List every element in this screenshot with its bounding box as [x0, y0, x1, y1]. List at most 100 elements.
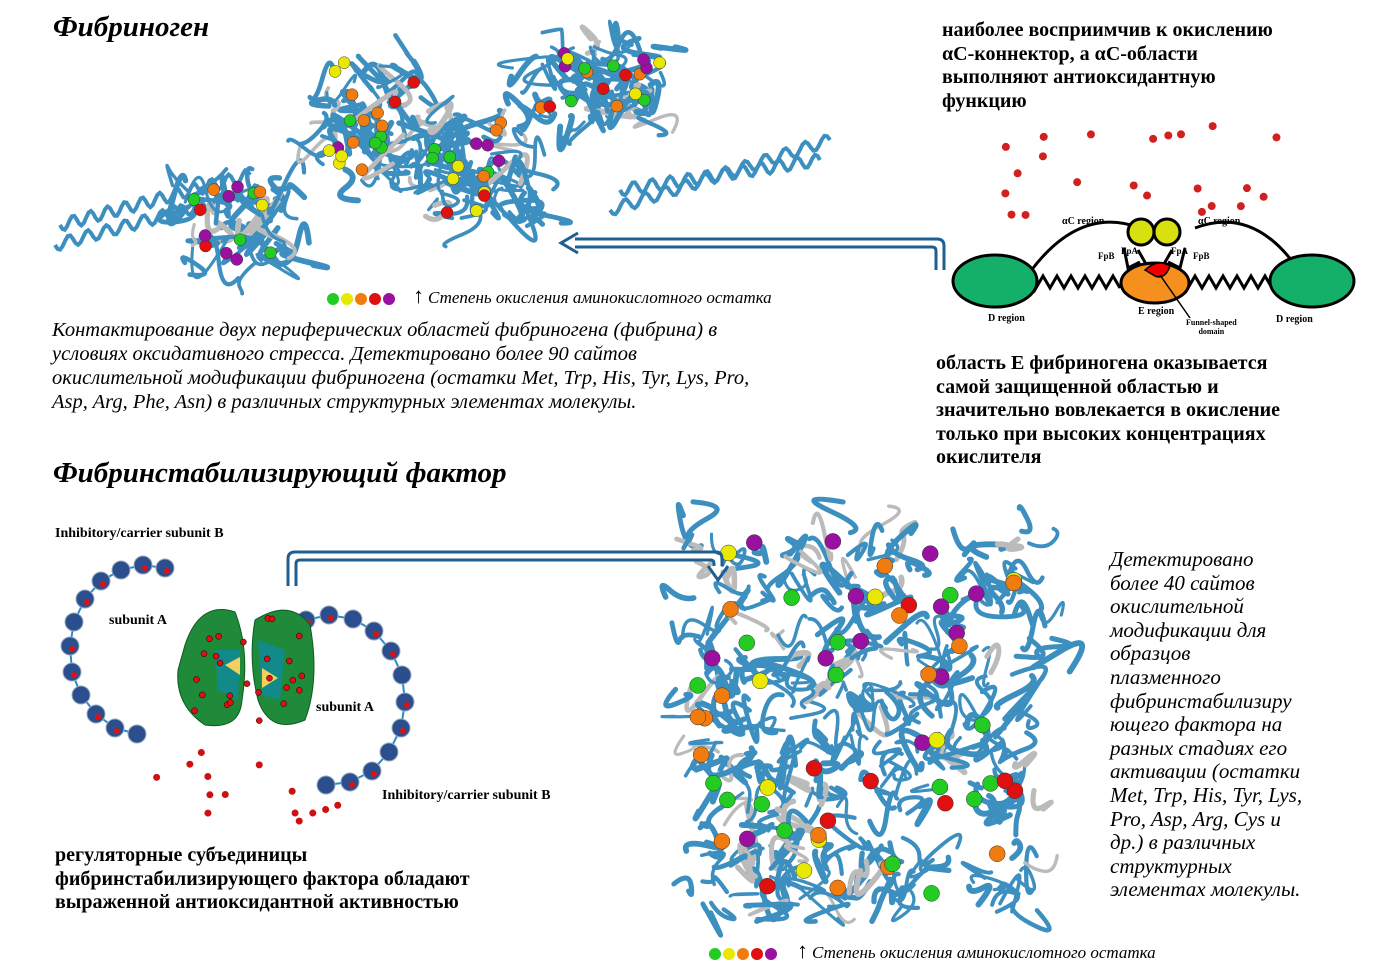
sheet-ribbon — [808, 890, 845, 909]
oxidation-site — [164, 568, 170, 574]
oxidant-dot — [1236, 202, 1245, 211]
sheet-ribbon — [337, 166, 361, 204]
sheet-ribbon — [998, 873, 1022, 914]
sheet-ribbon — [751, 544, 770, 565]
sheet-ribbon — [699, 850, 726, 887]
oxidation-site — [84, 599, 90, 605]
subunit-a-right-label: subunit A — [316, 700, 374, 715]
sheet-ribbon — [671, 875, 695, 897]
sheet-ribbon — [327, 125, 369, 155]
sheet-ribbon — [388, 156, 401, 186]
oxidation-site — [200, 650, 208, 657]
legend-dot-yellow — [723, 948, 735, 961]
oxidized-residue-sphere — [253, 185, 267, 199]
oxidation-site — [215, 633, 222, 640]
subunit-b-bead — [392, 665, 412, 685]
sheet-ribbon — [747, 898, 789, 917]
oxidation-site — [283, 684, 290, 691]
sheet-ribbon — [611, 20, 634, 47]
sheet-ribbon — [783, 843, 809, 864]
sheet-ribbon — [298, 110, 329, 146]
oxidized-residue-sphere — [1005, 574, 1022, 592]
oxidant-dot — [1272, 133, 1281, 142]
sheet-ribbon — [636, 115, 669, 138]
sheet-ribbon — [789, 699, 827, 721]
subunit-b-bead — [316, 775, 336, 795]
legend-dot-orange — [355, 293, 367, 306]
oxidation-site — [371, 771, 377, 777]
oxidized-residue-sphere — [951, 637, 968, 655]
sheet-ribbon — [962, 684, 998, 731]
sheet-ribbon — [705, 745, 756, 778]
sheet-ribbon — [768, 827, 805, 871]
oxidized-residue-sphere — [982, 775, 999, 792]
sheet-ribbon — [1027, 526, 1060, 549]
oxidant-dot — [1143, 191, 1152, 200]
arrow-up-icon: ↑ — [797, 938, 808, 963]
sheet-ribbon — [810, 511, 834, 562]
sheet-ribbon — [776, 746, 797, 804]
oxidized-residue-sphere — [369, 136, 382, 150]
sheet-ribbon — [1016, 504, 1033, 535]
oxidized-residue-sphere — [738, 830, 756, 848]
sheet-ribbon — [505, 158, 530, 193]
oxidized-residue-sphere — [827, 666, 845, 684]
fibrinogen-schematic — [951, 217, 1356, 319]
sheet-ribbon — [1011, 599, 1036, 629]
oxidant-dot — [1193, 184, 1202, 193]
oxidant-dot — [288, 787, 296, 795]
sheet-ribbon — [958, 692, 982, 723]
sheet-ribbon — [708, 900, 737, 922]
legend-dot-purple — [765, 948, 777, 961]
oxidized-residue-sphere — [388, 95, 402, 109]
oxidized-residue-sphere — [637, 53, 650, 66]
sheet-ribbon — [558, 120, 586, 143]
oxidized-residue-sphere — [440, 206, 454, 219]
legend-dot-red — [751, 948, 763, 961]
sheet-ribbon — [393, 33, 417, 65]
sheet-ribbon — [490, 149, 523, 164]
d-region-left — [951, 253, 1039, 309]
sheet-ribbon — [866, 538, 900, 562]
sheet-ribbon — [777, 734, 799, 791]
sheet-ribbon — [659, 582, 697, 602]
oxidant-dot — [1259, 192, 1268, 201]
sheet-ribbon — [693, 558, 714, 580]
oxidized-residue-sphere — [371, 106, 384, 120]
sheet-ribbon — [774, 671, 813, 685]
oxidized-residue-sphere — [974, 716, 991, 734]
subunit-b-top-label: Inhibitory/carrier subunit B — [55, 526, 224, 541]
legend-dot-green — [327, 293, 339, 306]
sheet-ribbon — [918, 832, 963, 873]
sheet-ribbon — [993, 698, 1028, 740]
oxidant-dot — [221, 790, 229, 798]
oxidized-residue-sphere — [407, 76, 420, 89]
sheet-ribbon — [917, 675, 936, 719]
ac-region-right-label: αC region — [1198, 216, 1241, 227]
oxidant-dot — [1207, 202, 1216, 211]
oxidant-dot — [1197, 207, 1206, 216]
oxidation-site — [255, 717, 263, 724]
oxidized-residue-sphere — [345, 88, 359, 101]
sheet-ribbon — [506, 53, 539, 88]
oxidized-residue-sphere — [692, 746, 710, 763]
sheet-ribbon — [486, 152, 530, 187]
sheet-ribbon — [884, 522, 919, 564]
oxidant-dot — [204, 772, 212, 780]
sheet-ribbon — [425, 94, 455, 125]
oxidation-site — [142, 565, 148, 571]
sheet-ribbon — [835, 796, 859, 836]
sheet-ribbon — [973, 594, 1027, 620]
sheet-ribbon — [413, 168, 468, 195]
sheet-ribbon — [1015, 865, 1037, 892]
oxidized-residue-sphere — [426, 151, 439, 165]
oxidized-residue-sphere — [335, 149, 348, 163]
oxidized-residue-sphere — [713, 687, 731, 704]
oxidized-residue-sphere — [469, 137, 483, 150]
sheet-ribbon — [811, 848, 829, 885]
sheet-ribbon — [804, 786, 824, 808]
fpb-right-label: FpB — [1193, 251, 1210, 261]
sheet-ribbon — [244, 166, 271, 208]
oxidized-residue-sphere — [876, 557, 894, 575]
oxidation-site — [216, 659, 224, 667]
